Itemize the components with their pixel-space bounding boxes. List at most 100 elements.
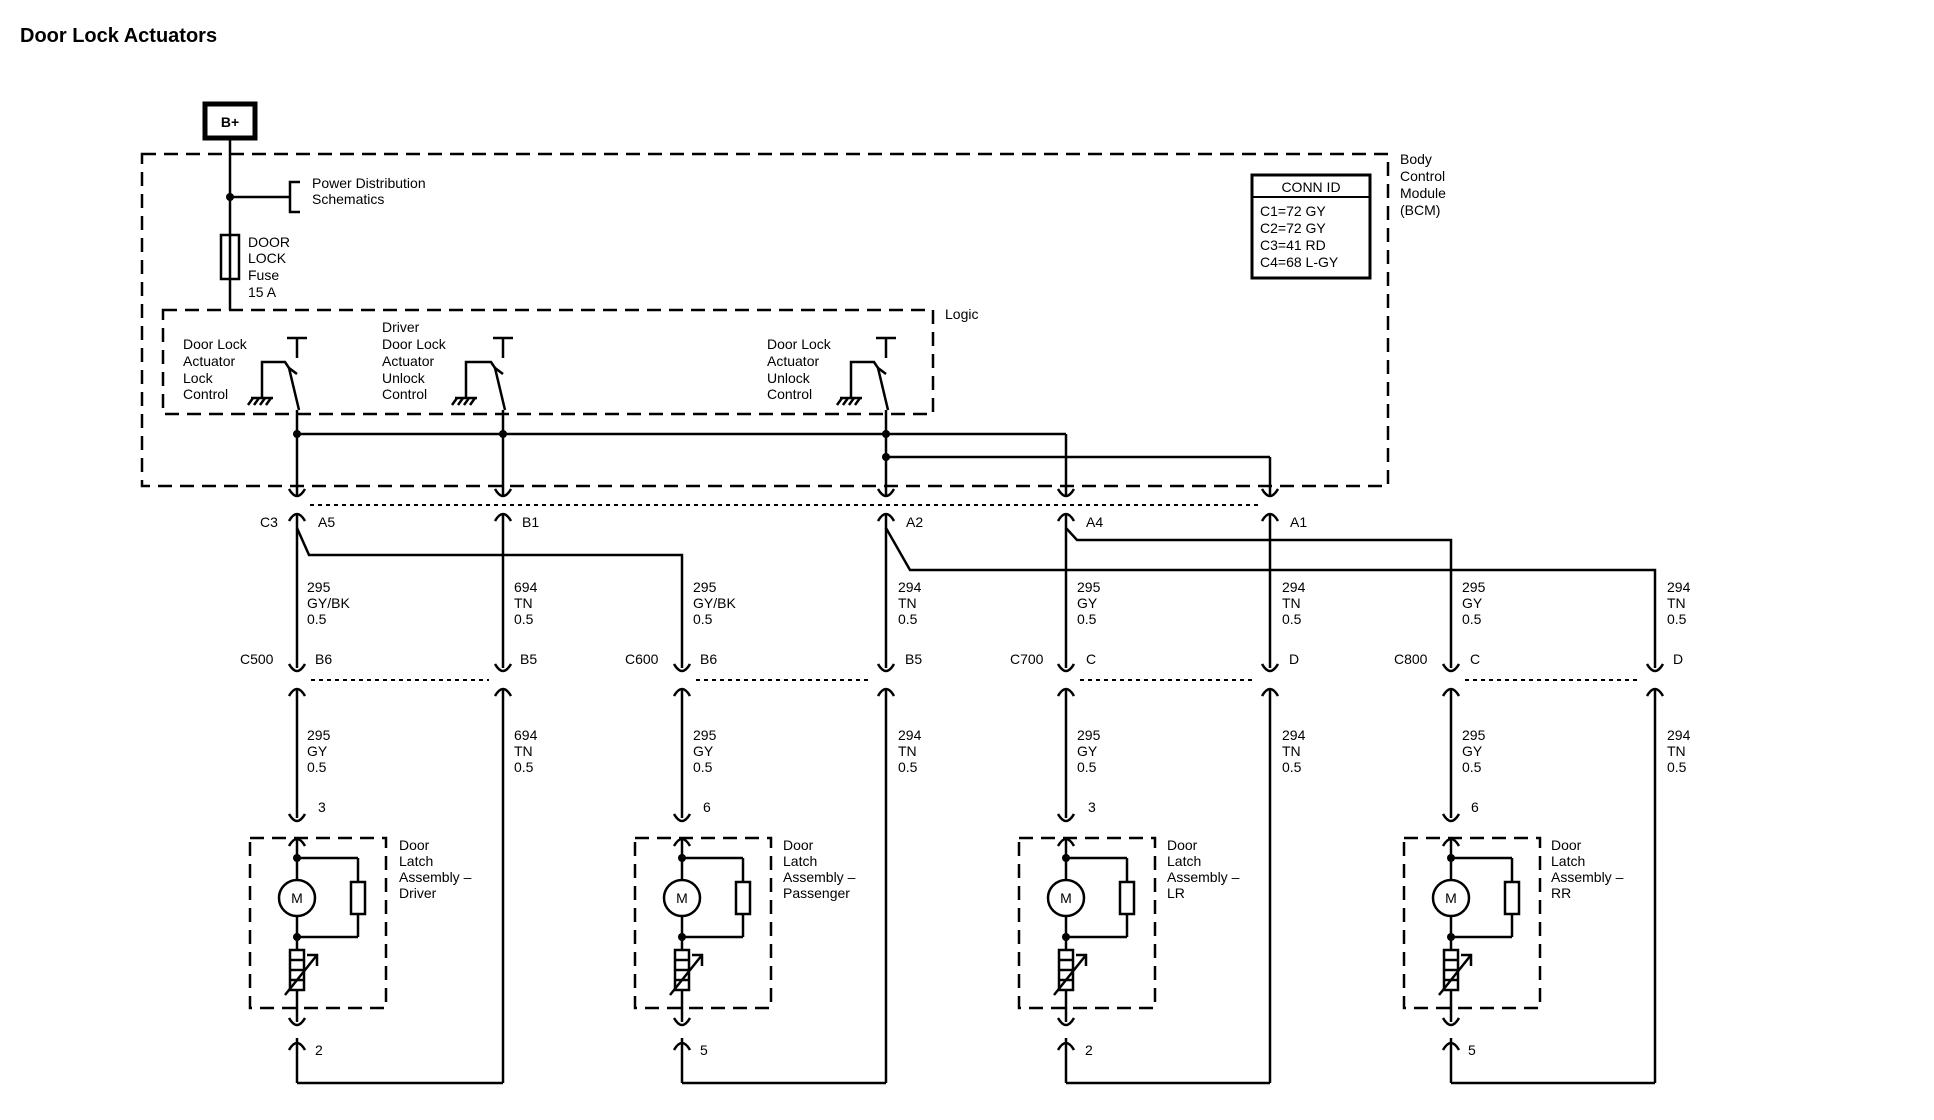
latch-outline — [633, 836, 773, 1010]
svg-text:GY/BK: GY/BK — [307, 595, 350, 611]
conn-id-row: C2=72 GY — [1260, 220, 1326, 236]
connector-pin-symbol — [1441, 813, 1461, 823]
svg-text:0.5: 0.5 — [1462, 611, 1482, 627]
svg-text:Driver: Driver — [399, 885, 437, 901]
svg-text:0.5: 0.5 — [693, 759, 713, 775]
svg-text:GY: GY — [1462, 743, 1483, 759]
latch-label-rr: Door Latch Assembly – RR — [1551, 837, 1624, 901]
sensor-arrowhead — [1076, 953, 1088, 966]
svg-text:GY: GY — [1077, 743, 1098, 759]
svg-text:LR: LR — [1167, 885, 1185, 901]
sensor-arrow — [284, 954, 318, 996]
ground-symbol — [264, 397, 273, 406]
switch-arm — [492, 364, 507, 411]
svg-text:B5: B5 — [520, 651, 537, 667]
svg-text:295: 295 — [693, 727, 717, 743]
junction-dot — [293, 933, 301, 941]
svg-text:Door Lock: Door Lock — [183, 336, 248, 352]
latch-pin: 2 — [1085, 1042, 1093, 1058]
svg-text:294: 294 — [1667, 579, 1691, 595]
conn-id-header: CONN ID — [1281, 179, 1340, 195]
c3-pin: A2 — [906, 514, 923, 530]
logic-outline — [161, 308, 935, 416]
svg-text:Door: Door — [1167, 837, 1198, 853]
svg-text:Actuator: Actuator — [767, 353, 819, 369]
svg-text:GY: GY — [693, 743, 714, 759]
latch-pin: 5 — [1468, 1042, 1476, 1058]
svg-text:TN: TN — [514, 743, 533, 759]
switch-link — [464, 360, 497, 398]
svg-text:295: 295 — [307, 727, 331, 743]
svg-text:Door: Door — [1551, 837, 1582, 853]
svg-text:C800: C800 — [1394, 651, 1428, 667]
svg-text:294: 294 — [1667, 727, 1691, 743]
c3-pin: A4 — [1086, 514, 1103, 530]
svg-text:Body: Body — [1400, 151, 1432, 167]
svg-text:C: C — [1470, 651, 1480, 667]
latch-outline — [1402, 836, 1542, 1010]
connector-pin-symbol — [1441, 1017, 1461, 1027]
svg-text:Assembly –: Assembly – — [399, 869, 472, 885]
switch-link — [849, 360, 880, 398]
svg-text:GY: GY — [307, 743, 328, 759]
svg-text:GY/BK: GY/BK — [693, 595, 736, 611]
svg-text:295: 295 — [1462, 579, 1486, 595]
svg-text:694: 694 — [514, 727, 538, 743]
ground-symbol — [246, 397, 255, 406]
svg-text:Unlock: Unlock — [382, 370, 426, 386]
control-switches — [246, 336, 896, 495]
svg-text:694: 694 — [514, 579, 538, 595]
svg-text:Actuator: Actuator — [183, 353, 235, 369]
resistor-symbol — [734, 880, 752, 916]
svg-text:RR: RR — [1551, 885, 1571, 901]
ground-symbol — [252, 397, 261, 406]
latch-pin: 6 — [1471, 799, 1479, 815]
svg-text:TN: TN — [898, 595, 917, 611]
latch-label-driver: Door Latch Assembly – Driver — [399, 837, 472, 901]
svg-text:TN: TN — [1667, 743, 1686, 759]
connector-pin-symbol — [672, 663, 692, 673]
svg-text:Assembly –: Assembly – — [783, 869, 856, 885]
svg-text:Latch: Latch — [1167, 853, 1201, 869]
c3-pin: A5 — [318, 514, 335, 530]
bcm-outline — [140, 152, 1390, 488]
svg-text:Door Lock: Door Lock — [767, 336, 832, 352]
latch-pin: 5 — [700, 1042, 708, 1058]
svg-text:0.5: 0.5 — [1077, 611, 1097, 627]
svg-text:B6: B6 — [315, 651, 332, 667]
svg-text:GY: GY — [1462, 595, 1483, 611]
sensor-arrow — [669, 954, 703, 996]
svg-text:Lock: Lock — [183, 370, 214, 386]
connector-pin-symbol — [1056, 663, 1076, 673]
connector-pin-symbol — [287, 813, 307, 823]
latch-pin: 6 — [703, 799, 711, 815]
svg-text:0.5: 0.5 — [514, 611, 534, 627]
svg-text:LOCK: LOCK — [248, 250, 287, 266]
ground-symbol — [847, 397, 856, 406]
sensor-arrow — [1438, 954, 1472, 996]
door-connector-c600: C600 B6 B5 — [625, 651, 922, 667]
svg-text:0.5: 0.5 — [1282, 611, 1302, 627]
door-latch-assembly: M — [1402, 813, 1542, 1051]
power-distribution-label: Power Distribution Schematics — [312, 175, 426, 207]
connector-pin-symbol — [287, 1041, 307, 1051]
logic-label: Logic — [945, 306, 978, 322]
junction-dot — [678, 933, 686, 941]
ground-symbol — [835, 397, 844, 406]
svg-text:Fuse: Fuse — [248, 267, 279, 283]
junction-dot — [1062, 933, 1070, 941]
svg-text:TN: TN — [1282, 595, 1301, 611]
ground-symbol — [841, 397, 850, 406]
svg-text:0.5: 0.5 — [307, 611, 327, 627]
svg-text:295: 295 — [1077, 579, 1101, 595]
latch-pin-numbers: 3 2 6 5 3 2 6 5 — [315, 799, 1479, 1058]
